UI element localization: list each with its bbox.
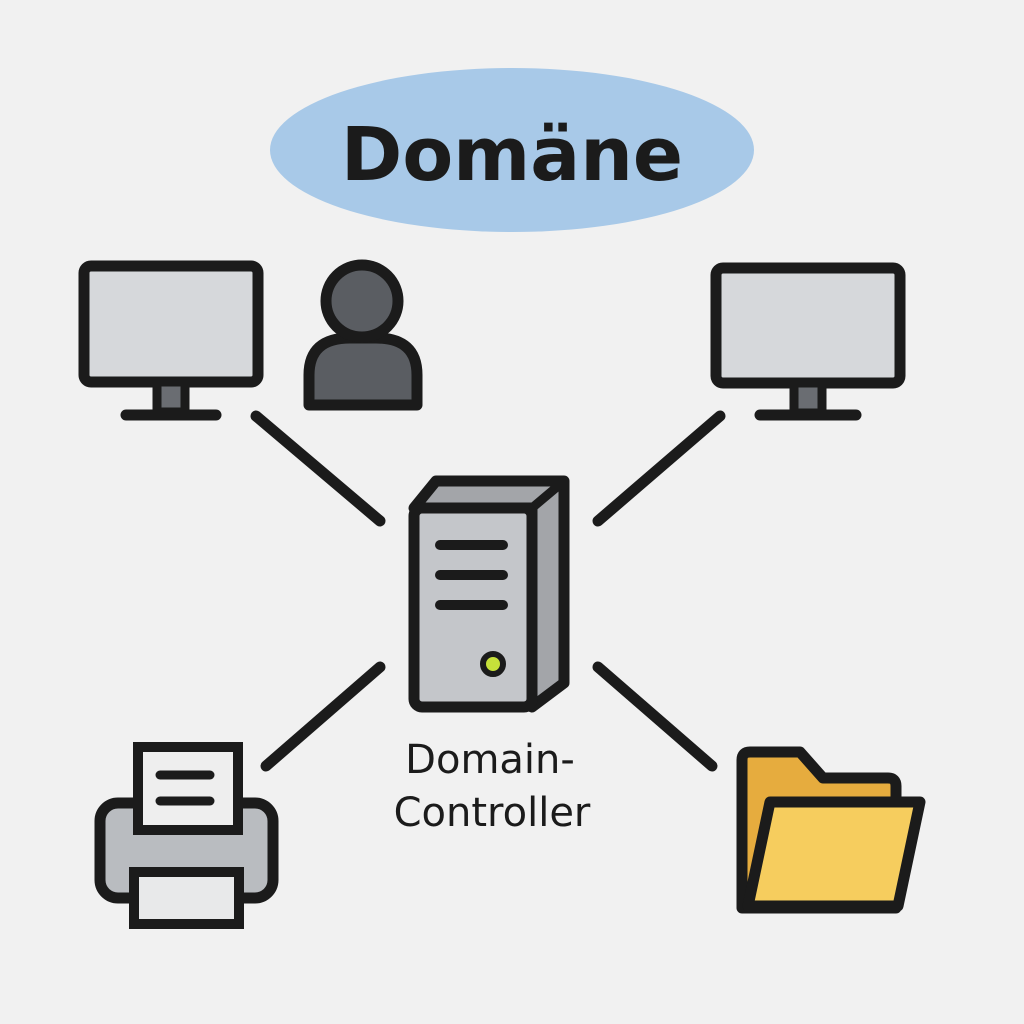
- connector-monitor-right: [592, 410, 726, 527]
- title-bubble: Domäne: [270, 68, 754, 232]
- title-ellipse: [270, 68, 754, 232]
- monitor-screen: [710, 262, 906, 389]
- connector-monitor-left: [250, 410, 386, 527]
- center-label-line1: Domain-: [405, 737, 575, 783]
- server-tower-icon: [408, 475, 570, 713]
- status-led-icon: [480, 651, 506, 677]
- user-body: [303, 332, 423, 411]
- folder-front: [742, 796, 926, 912]
- user-icon: [303, 259, 423, 411]
- user-head: [320, 259, 404, 343]
- folder-icon: [736, 746, 926, 914]
- server-vent-lines: [435, 540, 508, 610]
- printer-icon: [94, 742, 279, 929]
- connector-folder: [592, 661, 718, 772]
- monitor-neck: [789, 378, 827, 418]
- monitor-screen: [78, 260, 264, 388]
- center-label-line2: Controller: [394, 790, 591, 836]
- diagram-title: Domäne: [341, 112, 683, 198]
- monitor-icon: [78, 260, 264, 421]
- printer-output-tray: [129, 867, 244, 929]
- printer-paper: [133, 742, 243, 835]
- monitor-icon: [710, 262, 906, 421]
- monitor-neck: [152, 377, 190, 417]
- connector-lines: [250, 410, 726, 772]
- server-top-edge: [529, 477, 567, 512]
- connector-printer: [260, 661, 386, 772]
